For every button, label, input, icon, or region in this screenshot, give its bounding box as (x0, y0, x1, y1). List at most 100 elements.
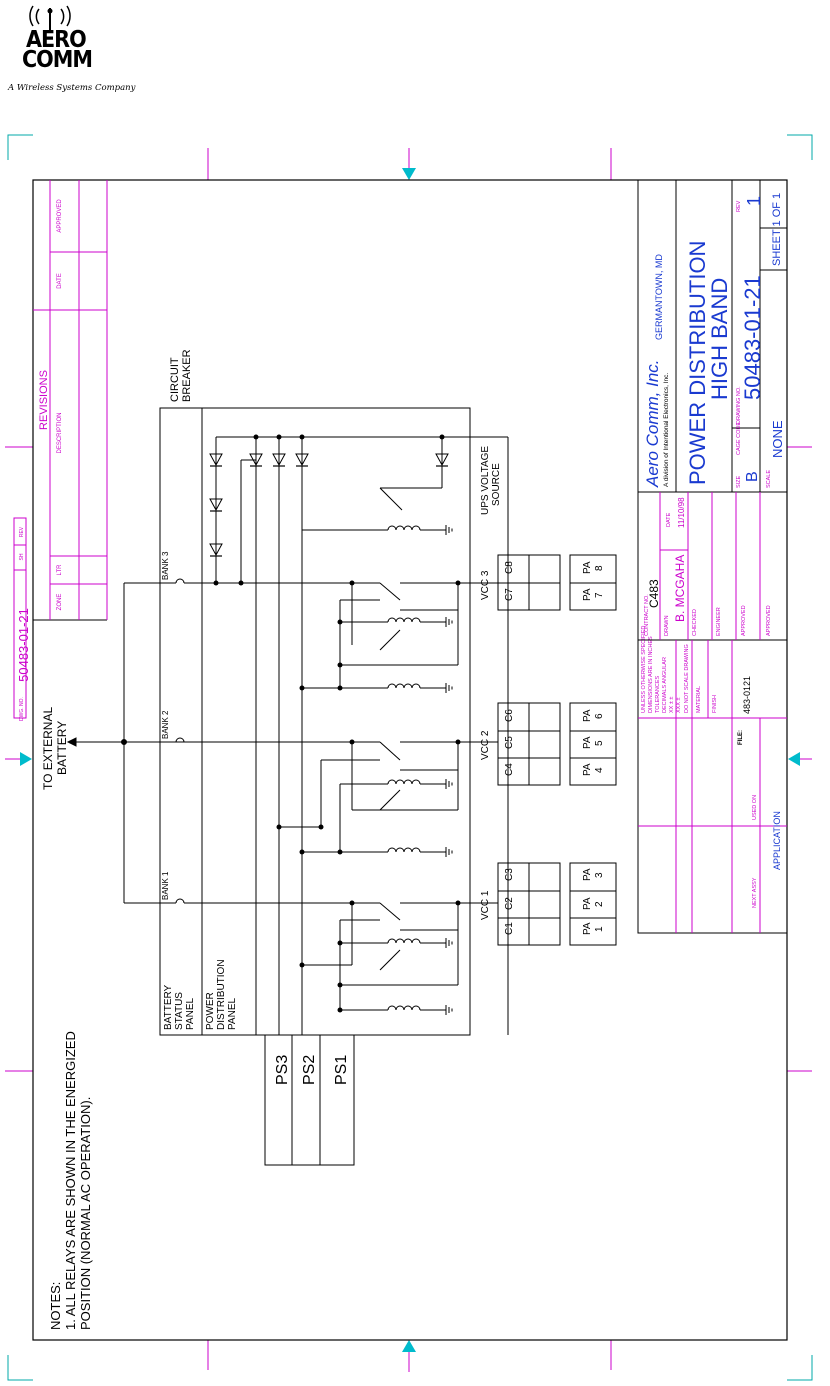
drawing-no-value: 50483-01-21 (740, 275, 765, 400)
file-label: FILE: (738, 730, 744, 745)
pa-number-2: 2 (594, 901, 605, 907)
ps1-label: PS1 (333, 1055, 350, 1085)
pa-number-8: 8 (594, 565, 605, 571)
ps3-label: PS3 (274, 1055, 291, 1085)
diode-bus (215, 436, 509, 1035)
sheet-value: SHEET 1 OF 1 (771, 193, 783, 266)
vcc-blocks (470, 554, 617, 946)
antenna-icon (29, 5, 71, 32)
scale-label: SCALE (766, 470, 772, 488)
unless-line4: DECIMALS ANGULAR (662, 657, 668, 713)
pa-label-5: PA (582, 736, 593, 749)
unless-line2: DIMENSIONS ARE IN INCHES (648, 636, 654, 713)
rev-sheet-sh-label: SH (19, 553, 25, 560)
pa-label-6: PA (582, 709, 593, 722)
pa-number-5: 5 (594, 740, 605, 746)
relay-dots (276, 580, 461, 1013)
capacitor-label-7: C7 (504, 588, 515, 601)
company-location: GERMANTOWN, MD (654, 254, 664, 340)
unless-line5: XX ± ± (669, 697, 675, 713)
next-assy-label: NEXT ASSY (752, 877, 758, 908)
drawn-label: DRAWN (664, 615, 670, 636)
battery-status-panel-l2: STATUS (174, 992, 185, 1030)
pa-number-6: 6 (594, 713, 605, 719)
company-name: Aero Comm, Inc. (643, 359, 662, 488)
capacitor-label-1: C1 (504, 922, 515, 935)
rev-col-zone: ZONE (57, 594, 63, 611)
power-distribution-panel-l2: DISTRIBUTION (216, 959, 227, 1030)
rev-label: REV (736, 200, 742, 212)
title-line1: POWER DISTRIBUTION (685, 241, 710, 485)
junction-dots (213, 434, 445, 586)
drawing-border (32, 179, 788, 1341)
pa-label-2: PA (582, 897, 593, 910)
drawing-no-label: DRAWING NO. (736, 386, 742, 424)
relay-group-bank2 (279, 741, 470, 853)
application-label: APPLICATION (772, 811, 782, 870)
battery-status-panel-l3: PANEL (185, 998, 196, 1030)
diode-symbols (209, 453, 449, 557)
pa-number-7: 7 (594, 592, 605, 598)
breaker-label: BREAKER (181, 349, 193, 402)
unless-line6: XXX ± (676, 697, 682, 713)
date-label: DATE (666, 512, 672, 527)
title-block-lines-magenta (638, 492, 787, 933)
material-label: MATERIAL (696, 686, 702, 713)
rev-col-ltr: LTR (57, 564, 63, 576)
relay-group-bank3 (302, 582, 470, 689)
to-external-label: TO EXTERNAL (41, 707, 55, 790)
contract-no-value: C483 (647, 579, 661, 608)
relay-coils-bank2 (387, 778, 453, 858)
bank3-label: BANK 3 (161, 551, 170, 580)
revisions-title: REVISIONS (38, 370, 50, 430)
vcc1-label: VCC 1 (480, 890, 491, 920)
capacitor-label-5: C5 (504, 736, 515, 749)
pa-label-1: PA (582, 922, 593, 935)
zone-ticks (5, 148, 812, 1372)
checked-label: CHECKED (692, 609, 698, 636)
file-value: 483-0121 (742, 676, 752, 714)
unless-line1: UNLESS OTHERWISE SPECIFIED (641, 626, 647, 713)
rev-col-date: DATE (57, 273, 63, 289)
logo-tagline: A Wireless Systems Company (8, 83, 136, 93)
finish-label: FINISH (712, 695, 718, 713)
notes-line1: 1. ALL RELAYS ARE SHOWN IN THE ENERGIZED (63, 1031, 78, 1330)
size-label: SIZE (736, 475, 742, 488)
rev-col-approved: APPROVED (57, 199, 63, 233)
engineer-label: ENGINEER (716, 607, 722, 636)
company-division: A division of Intentional Electronics, I… (663, 373, 670, 487)
capacitor-label-2: C2 (504, 897, 515, 910)
contract-no-label: CONTRACT NO. (644, 594, 650, 636)
bank2-label: BANK 2 (161, 710, 170, 739)
rev-dwg-no: 50483-01-21 (16, 608, 31, 682)
ups-voltage-label: UPS VOLTAGE (480, 446, 491, 515)
power-supplies (264, 1034, 355, 1166)
bank1-label: BANK 1 (161, 871, 170, 900)
corner-marks (7, 134, 813, 1381)
panels (159, 407, 471, 1036)
unless-line7: DO NOT SCALE DRAWING (684, 644, 690, 713)
circuit-label: CIRCUIT (169, 357, 181, 402)
logo-aero-text: AERO (26, 27, 87, 53)
logo-comm-text: COMM (22, 47, 93, 73)
title-line2: HIGH BAND (707, 278, 732, 400)
aerocomm-logo: AERO COMM A Wireless Systems Company (8, 4, 135, 94)
used-on-label: USED ON (752, 795, 758, 820)
rev-value: 1 (744, 196, 764, 206)
scale-value: NONE (770, 420, 785, 458)
pa-label-4: PA (582, 763, 593, 776)
ups-coil-icon (387, 524, 453, 536)
date-value: 11/10/98 (677, 497, 686, 528)
center-arrows (20, 168, 800, 1352)
notes: NOTES: 1. ALL RELAYS ARE SHOWN IN THE EN… (48, 1031, 93, 1330)
rev-sheet-rev-label: REV (19, 526, 25, 537)
pa-number-4: 4 (594, 767, 605, 773)
capacitor-label-4: C4 (504, 763, 515, 776)
power-distribution-panel-l3: PANEL (227, 998, 238, 1030)
notes-heading: NOTES: (48, 1282, 63, 1330)
capacitor-label-8: C8 (504, 561, 515, 574)
cage-code-label: CAGE CODE (736, 422, 742, 455)
